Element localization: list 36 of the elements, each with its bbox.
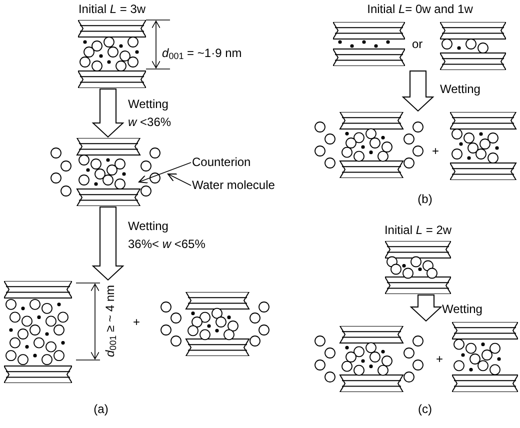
edge-label: Wetting [440, 82, 480, 96]
text-label: Initial L= 0w and 1w [367, 2, 473, 16]
caption-text: Initial L = 3w [78, 2, 146, 16]
callout-text: Water molecule [192, 178, 275, 192]
edge-label: Wetting [128, 97, 168, 111]
text-label: d$_{001}$ = ~1·9 nm [162, 46, 242, 60]
text-label: + [436, 352, 444, 366]
clay-layers-drawing [333, 22, 405, 66]
block-arrow [92, 88, 124, 138]
block-arrow [92, 206, 124, 281]
edge-label: Wetting [128, 219, 168, 233]
block-arrow [402, 70, 434, 112]
text-label: (b) [418, 192, 432, 206]
clay-layers-drawing [314, 326, 426, 392]
clay-layers-drawing [160, 292, 272, 356]
clay-layers-drawing [4, 281, 72, 383]
text-label: 36%< w <65% [128, 237, 206, 251]
leader-line [168, 174, 192, 186]
clay-layers-drawing [450, 112, 518, 180]
clay-layers-drawing [50, 138, 162, 206]
text-label: + [432, 144, 440, 158]
clay-layers-drawing [452, 322, 518, 392]
text-label: (a) [94, 402, 108, 416]
text-label: w <36% [128, 115, 172, 129]
text-label: + [133, 315, 140, 329]
callout-text: Counterion [192, 155, 251, 169]
text-label: or [412, 37, 423, 51]
clay-layers-drawing [78, 20, 146, 88]
clay-layers-drawing [385, 241, 451, 294]
clay-layers-drawing [440, 22, 506, 70]
block-arrow [410, 294, 442, 322]
text-label: (c) [418, 402, 432, 416]
edge-label: Wetting [442, 302, 482, 316]
clay-layers-drawing [314, 112, 426, 178]
leader-line [138, 162, 192, 184]
caption-text: Initial L = 2w [384, 223, 452, 237]
